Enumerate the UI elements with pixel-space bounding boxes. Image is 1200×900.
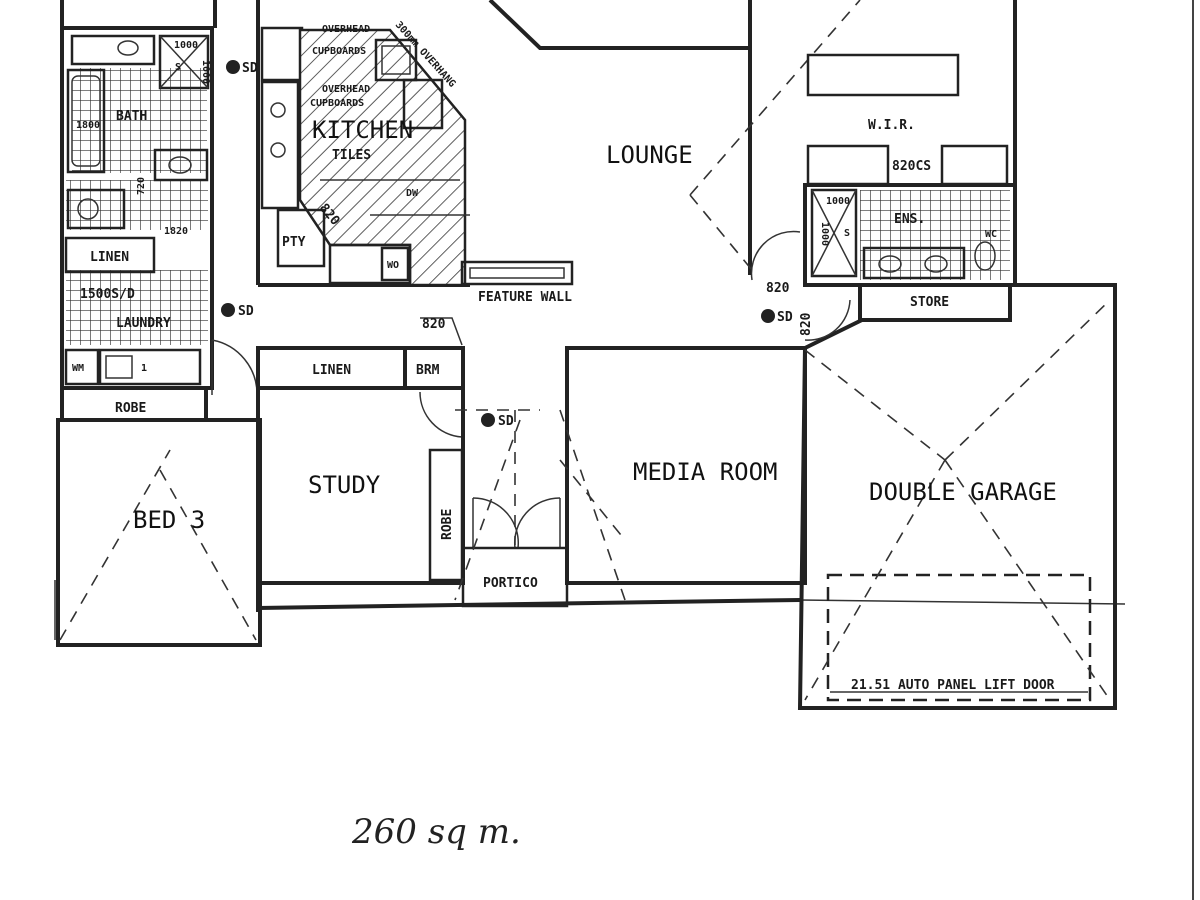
dim-ens-1000: 1000 (826, 196, 850, 207)
dim-door-820-ens: 820 (766, 281, 790, 296)
label-broom: BRM (416, 363, 440, 378)
smoke-detector-icon (481, 413, 495, 427)
label-study: STUDY (308, 471, 381, 499)
note-overhead-1: OVERHEAD (322, 24, 370, 35)
note-sd-4: SD (777, 310, 793, 325)
note-tub: 1 (141, 363, 147, 374)
wir-ensuite-wing (803, 0, 1017, 322)
smoke-detector-icons (221, 60, 775, 427)
label-bath: BATH (116, 109, 147, 124)
label-robe-study: ROBE (440, 509, 455, 540)
label-robe-bed3: ROBE (115, 401, 146, 416)
label-media-room: MEDIA ROOM (633, 458, 778, 486)
label-double-garage: DOUBLE GARAGE (869, 478, 1057, 506)
note-laundry-sd: 1500S/D (80, 287, 135, 302)
dim-1820: 1820 (164, 226, 188, 237)
front-wall (257, 598, 801, 610)
smoke-detector-icon (226, 60, 240, 74)
note-wm: WM (72, 363, 84, 374)
note-cupboards-1: CUPBOARDS (312, 46, 366, 57)
note-cupboards-2: CUPBOARDS (310, 98, 364, 109)
note-feature-wall: FEATURE WALL (478, 290, 572, 305)
lounge-area (488, 0, 861, 281)
bath-laundry-wing (60, 0, 258, 422)
dim-door-820-garage: 820 (799, 312, 814, 336)
note-820cs: 820CS (892, 159, 931, 174)
label-kitchen: KITCHEN (312, 116, 413, 144)
note-sd-3: SD (498, 414, 514, 429)
smoke-detector-icon (221, 303, 235, 317)
label-pantry: PTY (282, 235, 306, 250)
study-room (256, 386, 465, 612)
dim-bath-1000b: 1000 (200, 60, 211, 84)
label-lounge: LOUNGE (606, 141, 693, 169)
smoke-detector-icon (761, 309, 775, 323)
note-dw: DW (406, 188, 419, 199)
label-linen-bath: LINEN (90, 250, 129, 265)
dim-ens-1000b: 1000 (819, 222, 830, 246)
label-kitchen-tiles: TILES (332, 148, 371, 163)
note-wo: WO (387, 260, 399, 271)
note-sd-2: SD (238, 304, 254, 319)
label-portico: PORTICO (483, 576, 538, 591)
label-store: STORE (910, 295, 949, 310)
note-garage-door: 21.51 AUTO PANEL LIFT DOOR (851, 678, 1055, 693)
label-wir: W.I.R. (868, 118, 915, 133)
dim-720: 720 (136, 177, 147, 195)
handwritten-area-note: 260 sq m. (351, 812, 521, 852)
note-wc: WC (985, 229, 997, 240)
kitchen-area (256, 0, 574, 287)
label-ensuite: ENS. (894, 212, 925, 227)
note-overhead-2: OVERHEAD (322, 84, 370, 95)
dim-door-820-hall: 820 (422, 317, 446, 332)
dim-bath-1000: 1000 (174, 40, 198, 51)
dim-bath-1800: 1800 (76, 120, 100, 131)
symbol-s-bath: S (175, 62, 181, 73)
label-linen-hall: LINEN (312, 363, 351, 378)
symbol-s-ens: S (844, 228, 850, 239)
note-sd-1: SD (242, 61, 258, 76)
label-laundry: LAUNDRY (116, 316, 171, 331)
garage-room (797, 283, 1117, 710)
label-bed3: BED 3 (133, 506, 205, 534)
